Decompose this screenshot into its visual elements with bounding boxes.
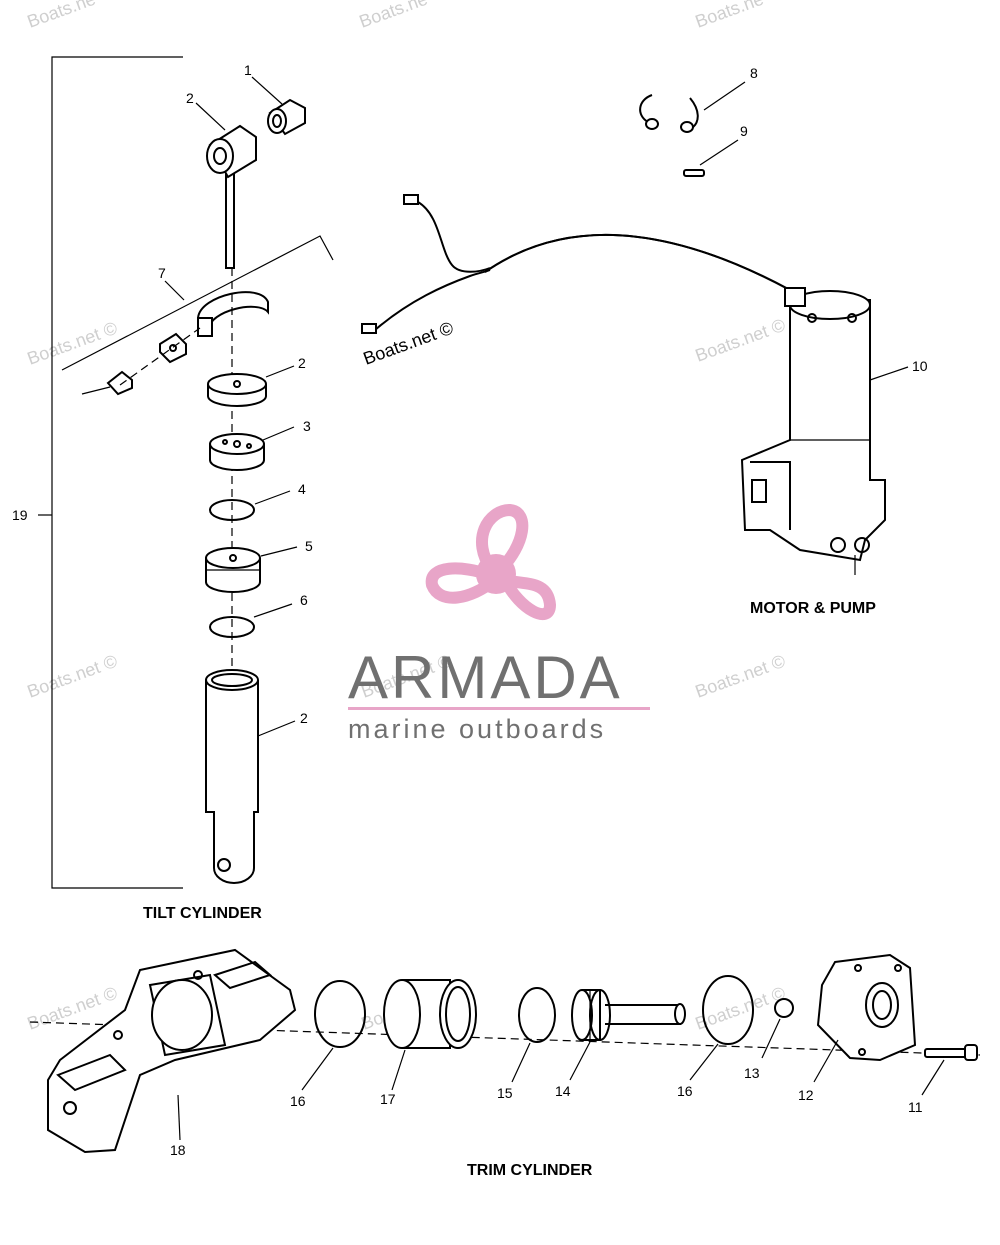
callout-7: 7 <box>158 265 166 281</box>
watermark-right-2: Boats.net © <box>693 651 788 702</box>
bolt-part-11 <box>924 1044 978 1061</box>
wiring-harness <box>361 194 791 334</box>
watermark-corner-2: Boats.ne <box>357 0 431 32</box>
callout-18: 18 <box>170 1142 186 1158</box>
oring-part-15 <box>518 987 556 1043</box>
watermark-left-1: Boats.net © <box>25 318 120 369</box>
clip-part-8 <box>639 94 699 133</box>
logo-divider <box>348 707 650 710</box>
callout-19: 19 <box>12 507 28 523</box>
washer-part-2 <box>207 373 267 407</box>
watermark-left-2: Boats.net © <box>25 651 120 702</box>
watermark-corner-1: Boats.ne <box>25 0 99 32</box>
tilt-cylinder-body-part-2 <box>205 669 259 884</box>
oring-part-6 <box>209 616 255 638</box>
callout-16-right: 16 <box>677 1083 693 1099</box>
callout-8: 8 <box>750 65 758 81</box>
callout-2-body: 2 <box>300 710 308 726</box>
clamp-part-7 <box>81 291 269 396</box>
callout-4: 4 <box>298 481 306 497</box>
callout-12: 12 <box>798 1087 814 1103</box>
end-cap-part-12 <box>816 953 917 1062</box>
assembly-bracket-19 <box>51 56 183 889</box>
sleeve-part-17 <box>383 979 477 1049</box>
piston-part-5 <box>205 547 261 593</box>
callout-2-washer: 2 <box>298 355 306 371</box>
callout-13: 13 <box>744 1065 760 1081</box>
propeller-icon <box>425 504 556 621</box>
cap-part-3 <box>209 433 265 471</box>
callout-3: 3 <box>303 418 311 434</box>
callout-16-left: 16 <box>290 1093 306 1109</box>
bushing-part-1 <box>267 98 306 136</box>
callout-10: 10 <box>912 358 928 374</box>
oring-part-4 <box>209 499 255 521</box>
callout-11: 11 <box>908 1099 923 1115</box>
motor-pump-assembly: 8 9 10 <box>361 65 928 617</box>
armada-logo: ARMADA marine outboards <box>348 504 650 744</box>
motor-pump-part-10 <box>740 287 886 575</box>
tilt-cylinder-assembly: 19 1 2 7 <box>12 56 334 922</box>
callout-2-top: 2 <box>186 90 194 106</box>
callout-15: 15 <box>497 1085 513 1101</box>
trim-cylinder-assembly: 18 16 17 15 14 16 <box>29 948 981 1179</box>
caption-tilt-cylinder: TILT CYLINDER <box>143 905 262 922</box>
caption-trim-cylinder: TRIM CYLINDER <box>467 1162 593 1179</box>
callout-6: 6 <box>300 592 308 608</box>
piston-rod-part-14 <box>571 989 686 1041</box>
callout-5: 5 <box>305 538 313 554</box>
screw-part-9 <box>683 169 705 177</box>
trim-housing-part-18 <box>47 948 297 1154</box>
callout-17: 17 <box>380 1091 396 1107</box>
pin-part-2-top <box>206 124 257 269</box>
logo-name: ARMADA <box>348 644 623 711</box>
watermarks: Boats.ne Boats.ne Boats.ne Boats.net © B… <box>25 0 788 1034</box>
ball-part-13 <box>774 998 794 1018</box>
callout-14: 14 <box>555 1083 571 1099</box>
watermark-right-1: Boats.net © <box>693 315 788 366</box>
caption-motor-pump: MOTOR & PUMP <box>750 600 876 617</box>
callout-1: 1 <box>244 62 252 78</box>
watermark-corner-3: Boats.ne <box>693 0 767 32</box>
logo-tagline: marine outboards <box>348 714 606 744</box>
callout-9: 9 <box>740 123 748 139</box>
propeller-hub <box>476 554 516 594</box>
oring-part-16-left <box>314 980 366 1048</box>
oring-part-16-right <box>702 975 754 1045</box>
